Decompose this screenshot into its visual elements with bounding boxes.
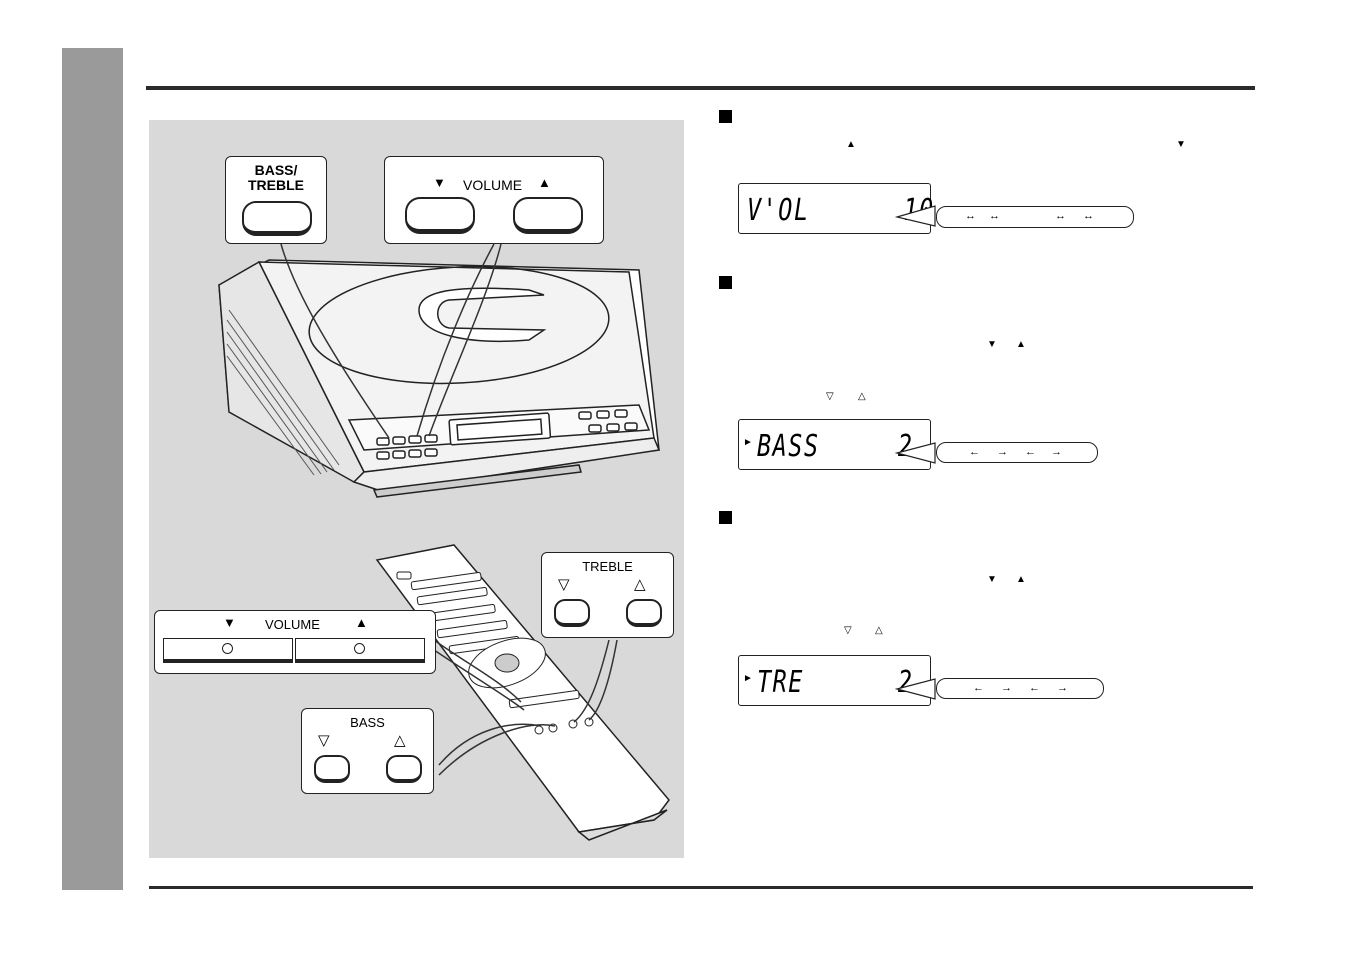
section-marker-volume bbox=[719, 110, 732, 123]
bass-main-down-symbol: ▼ bbox=[987, 339, 997, 350]
bass-down-icon: ▽ bbox=[318, 732, 330, 749]
remote-volume-down-indicator-icon: ▼ bbox=[223, 615, 236, 630]
header-rule bbox=[146, 86, 1255, 90]
treble-main-up-symbol: ▲ bbox=[1016, 574, 1026, 585]
section-marker-bass bbox=[719, 276, 732, 289]
lcd-treble-indicator-icon: ► bbox=[743, 673, 753, 684]
range-treble-arrow-2: → bbox=[1001, 682, 1012, 694]
unit-and-remote-drawing bbox=[218, 243, 670, 841]
pointer-bass bbox=[895, 442, 936, 464]
bass-up-button[interactable] bbox=[386, 755, 422, 783]
remote-volume-up-indicator-icon: ▲ bbox=[355, 615, 368, 630]
volume-down-symbol: ▼ bbox=[1176, 139, 1186, 150]
range-bass-arrow-4: → bbox=[1051, 446, 1062, 458]
bass-treble-label: BASS/ TREBLE bbox=[248, 162, 304, 193]
remote-volume-down-button[interactable] bbox=[163, 638, 293, 663]
range-volume-arrow-2: ↔ bbox=[989, 210, 1000, 222]
bass-remote-down-symbol: ▽ bbox=[826, 391, 834, 402]
volume-down-button[interactable] bbox=[405, 197, 475, 234]
range-treble-arrow-1: ← bbox=[973, 682, 984, 694]
treble-label: TREBLE bbox=[582, 559, 633, 574]
lcd-treble: ► TRE 2 bbox=[738, 655, 931, 706]
callout-volume-remote: ▼ VOLUME ▲ bbox=[154, 610, 436, 674]
lcd-bass: ► BASS 2 bbox=[738, 419, 931, 470]
pointer-treble bbox=[895, 678, 936, 700]
illustration-panel: BASS/ TREBLE ▼ VOLUME ▲ ▼ VOLUME ▲ TREBL… bbox=[149, 120, 684, 858]
treble-down-button[interactable] bbox=[554, 599, 590, 627]
bass-treble-button[interactable] bbox=[242, 201, 312, 236]
remote-volume-up-dot-icon bbox=[354, 643, 365, 654]
range-treble-arrow-4: → bbox=[1057, 682, 1068, 694]
range-treble-arrow-3: ← bbox=[1029, 682, 1040, 694]
volume-up-button[interactable] bbox=[513, 197, 583, 234]
treble-up-icon: △ bbox=[634, 576, 646, 593]
callout-treble-remote: TREBLE ▽ △ bbox=[541, 552, 674, 638]
pointer-volume bbox=[895, 205, 936, 227]
bass-main-up-symbol: ▲ bbox=[1016, 339, 1026, 350]
range-bass-arrow-3: ← bbox=[1025, 446, 1036, 458]
remote-volume-down-dot-icon bbox=[222, 643, 233, 654]
bass-up-icon: △ bbox=[394, 732, 406, 749]
treble-remote-down-symbol: ▽ bbox=[844, 625, 852, 636]
treble-remote-up-symbol: △ bbox=[875, 625, 883, 636]
volume-down-indicator-icon: ▼ bbox=[433, 175, 446, 190]
bass-label: BASS bbox=[350, 715, 385, 730]
bass-remote-up-symbol: △ bbox=[858, 391, 866, 402]
range-bass-arrow-1: ← bbox=[969, 446, 980, 458]
range-volume-arrow-1: ↔ bbox=[965, 210, 976, 222]
section-marker-treble bbox=[719, 511, 732, 524]
lcd-volume: V'OL 10 bbox=[738, 183, 933, 234]
side-tab bbox=[62, 48, 123, 890]
range-bass: ← → ← → bbox=[936, 442, 1098, 463]
treble-down-icon: ▽ bbox=[558, 576, 570, 593]
range-volume: ↔ ↔ ↔ ↔ bbox=[936, 206, 1134, 228]
lcd-treble-text: TRE 2 bbox=[757, 665, 914, 700]
range-volume-arrow-3: ↔ bbox=[1055, 210, 1066, 222]
remote-volume-up-button[interactable] bbox=[295, 638, 425, 663]
main-unit-drawing bbox=[218, 259, 661, 498]
footer-rule bbox=[149, 886, 1253, 889]
volume-up-symbol: ▲ bbox=[846, 139, 856, 150]
callout-volume-main: ▼ VOLUME ▲ bbox=[384, 156, 604, 244]
volume-label-main: VOLUME bbox=[463, 177, 523, 193]
remote-drawing bbox=[375, 544, 670, 841]
range-bass-arrow-2: → bbox=[997, 446, 1008, 458]
volume-up-indicator-icon: ▲ bbox=[538, 175, 551, 190]
bass-down-button[interactable] bbox=[314, 755, 350, 783]
treble-main-down-symbol: ▼ bbox=[987, 574, 997, 585]
treble-up-button[interactable] bbox=[626, 599, 662, 627]
range-volume-arrow-4: ↔ bbox=[1083, 210, 1094, 222]
callout-bass-remote: BASS ▽ △ bbox=[301, 708, 434, 794]
volume-label-remote: VOLUME bbox=[265, 617, 320, 632]
range-treble: ← → ← → bbox=[936, 678, 1104, 699]
lcd-bass-indicator-icon: ► bbox=[743, 437, 753, 448]
callout-bass-treble-main: BASS/ TREBLE bbox=[225, 156, 327, 244]
lcd-bass-text: BASS 2 bbox=[757, 429, 914, 464]
